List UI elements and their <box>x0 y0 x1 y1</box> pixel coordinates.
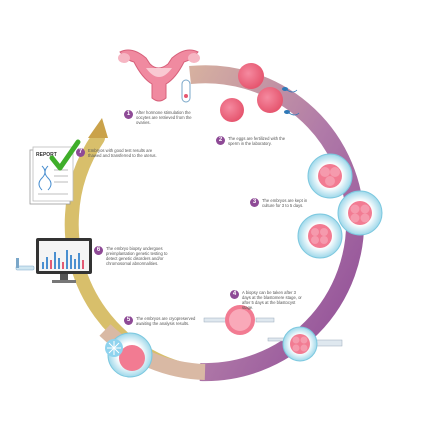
frozen-embryo-icon <box>105 332 153 378</box>
step-3-badge: 3 <box>250 198 259 207</box>
step-7-text: Embryos with good test results are thawe… <box>88 148 157 158</box>
step-4-text: A biopsy can be taken after 3 days at th… <box>242 290 302 310</box>
uterus-icon <box>118 49 200 102</box>
step-4-badge: 4 <box>230 290 239 299</box>
step-5-text: The embryos are cryopreserved awaiting t… <box>136 316 196 326</box>
step-2-text: The eggs are fertilized with the sperm i… <box>228 136 286 146</box>
step-1-badge: 1 <box>124 110 133 119</box>
step-1: 1 After hormone stimulation the oocytes … <box>124 110 200 125</box>
step-7: 7 Embryos with good test results are tha… <box>76 148 158 158</box>
report-label: REPORT <box>36 152 57 158</box>
step-6-badge: 6 <box>94 246 103 255</box>
check-icon <box>49 139 81 171</box>
egg-cell-icon <box>220 63 283 122</box>
computer-monitor-icon <box>15 238 92 283</box>
step-3: 3 The embryos are kept in culture for 3 … <box>250 198 312 208</box>
step-5-badge: 5 <box>124 316 133 325</box>
step-5: 5 The embryos are cryopreserved awaiting… <box>124 316 200 326</box>
test-tube-icon <box>181 79 191 103</box>
cycle-arrow-head <box>88 118 108 138</box>
step-6: 6 The embryo biopsy undergoes preimplant… <box>94 246 180 266</box>
step-4: 4 A biopsy can be taken after 3 days at … <box>230 290 306 310</box>
pipette-icon <box>203 305 343 362</box>
step-7-badge: 7 <box>76 148 85 157</box>
step-2-badge: 2 <box>216 136 225 145</box>
embryo-cell-icon <box>297 153 383 259</box>
step-2: 2 The eggs are fertilized with the sperm… <box>216 136 292 146</box>
step-3-text: The embryos are kept in culture for 3 to… <box>262 198 308 208</box>
sperm-icon <box>282 87 300 116</box>
step-6-text: The embryo biopsy undergoes preimplantat… <box>106 246 168 266</box>
step-1-text: After hormone stimulation the oocytes ar… <box>136 110 192 125</box>
